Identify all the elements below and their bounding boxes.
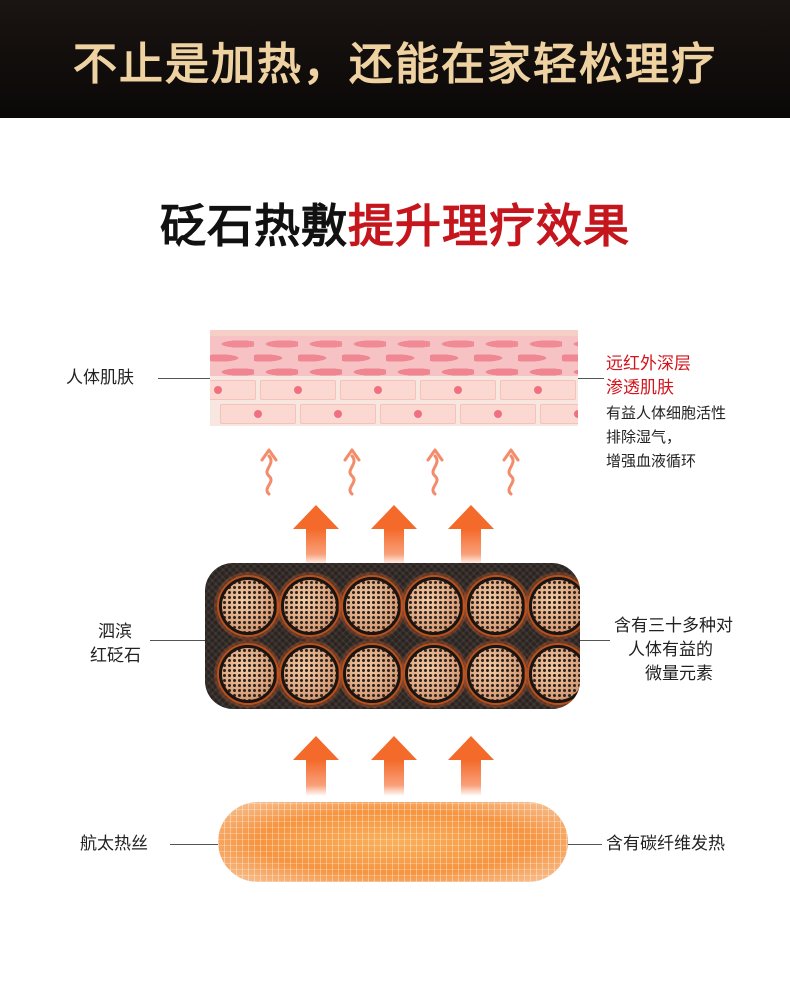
bian-stone — [405, 645, 463, 703]
skin-cell — [210, 380, 256, 400]
wire-desc-line — [568, 844, 602, 845]
top-banner: 不止是加热，还能在家轻松理疗 — [0, 0, 790, 118]
bian-stone — [343, 645, 401, 703]
heat-arrow-icon — [448, 505, 494, 565]
stone-mat-illustration — [205, 563, 580, 709]
skin-desc-1: 有益人体细胞活性 — [606, 404, 727, 422]
stone-desc-3: 微量元素 — [645, 664, 713, 684]
skin-layer-illustration — [210, 330, 578, 426]
skin-cell — [380, 404, 456, 424]
skin-cell — [460, 404, 536, 424]
bian-stone — [219, 645, 277, 703]
skin-label: 人体肌肤 — [66, 368, 134, 388]
heat-arrow-icon — [371, 505, 417, 565]
skin-cell — [540, 404, 578, 424]
skin-cell — [420, 380, 496, 400]
stone-label-2: 红砭石 — [90, 646, 141, 666]
wavy-arrow-icon — [343, 448, 361, 496]
wavy-arrow-icon — [426, 448, 444, 496]
bian-stone — [467, 577, 525, 635]
headline-part-1: 砭石热敷 — [160, 199, 348, 253]
bian-stone — [529, 577, 580, 635]
stone-label-line — [150, 640, 205, 641]
heat-arrow-icon — [448, 736, 494, 796]
skin-cell — [340, 380, 416, 400]
stone-label-1: 泗滨 — [98, 622, 132, 642]
heat-arrow-icon — [371, 736, 417, 796]
skin-desc-3: 增强血液循环 — [606, 452, 697, 470]
stone-desc-1: 含有三十多种对 — [614, 616, 733, 636]
skin-desc-2: 排除湿气， — [606, 428, 682, 446]
wire-label-line — [170, 844, 218, 845]
skin-label-line — [158, 378, 210, 379]
bian-stone — [281, 645, 339, 703]
wire-desc: 含有碳纤维发热 — [606, 834, 725, 854]
wire-label: 航太热丝 — [80, 834, 148, 854]
skin-desc-line — [578, 378, 604, 379]
bian-stone — [405, 577, 463, 635]
wavy-arrow-icon — [502, 448, 520, 496]
heating-wire-illustration — [218, 802, 568, 882]
headline-part-2: 提升理疗效果 — [348, 199, 630, 253]
bian-stone — [343, 577, 401, 635]
heat-arrow-icon — [293, 736, 339, 796]
wavy-arrow-icon — [260, 448, 278, 496]
skin-desc-red-1: 远红外深层 — [606, 354, 691, 374]
skin-desc-red-2: 渗透肌肤 — [606, 378, 674, 398]
heat-arrow-icon — [293, 505, 339, 565]
skin-cell — [260, 380, 336, 400]
skin-cell — [220, 404, 296, 424]
skin-cell — [300, 404, 376, 424]
bian-stone — [219, 577, 277, 635]
skin-cell — [500, 380, 576, 400]
banner-title: 不止是加热，还能在家轻松理疗 — [73, 39, 717, 90]
stone-desc-line — [580, 640, 610, 641]
bian-stone — [529, 645, 580, 703]
bian-stone — [467, 645, 525, 703]
section-headline: 砭石热敷提升理疗效果 — [0, 190, 790, 256]
stone-desc-2: 人体有益的 — [628, 640, 713, 660]
bian-stone — [281, 577, 339, 635]
